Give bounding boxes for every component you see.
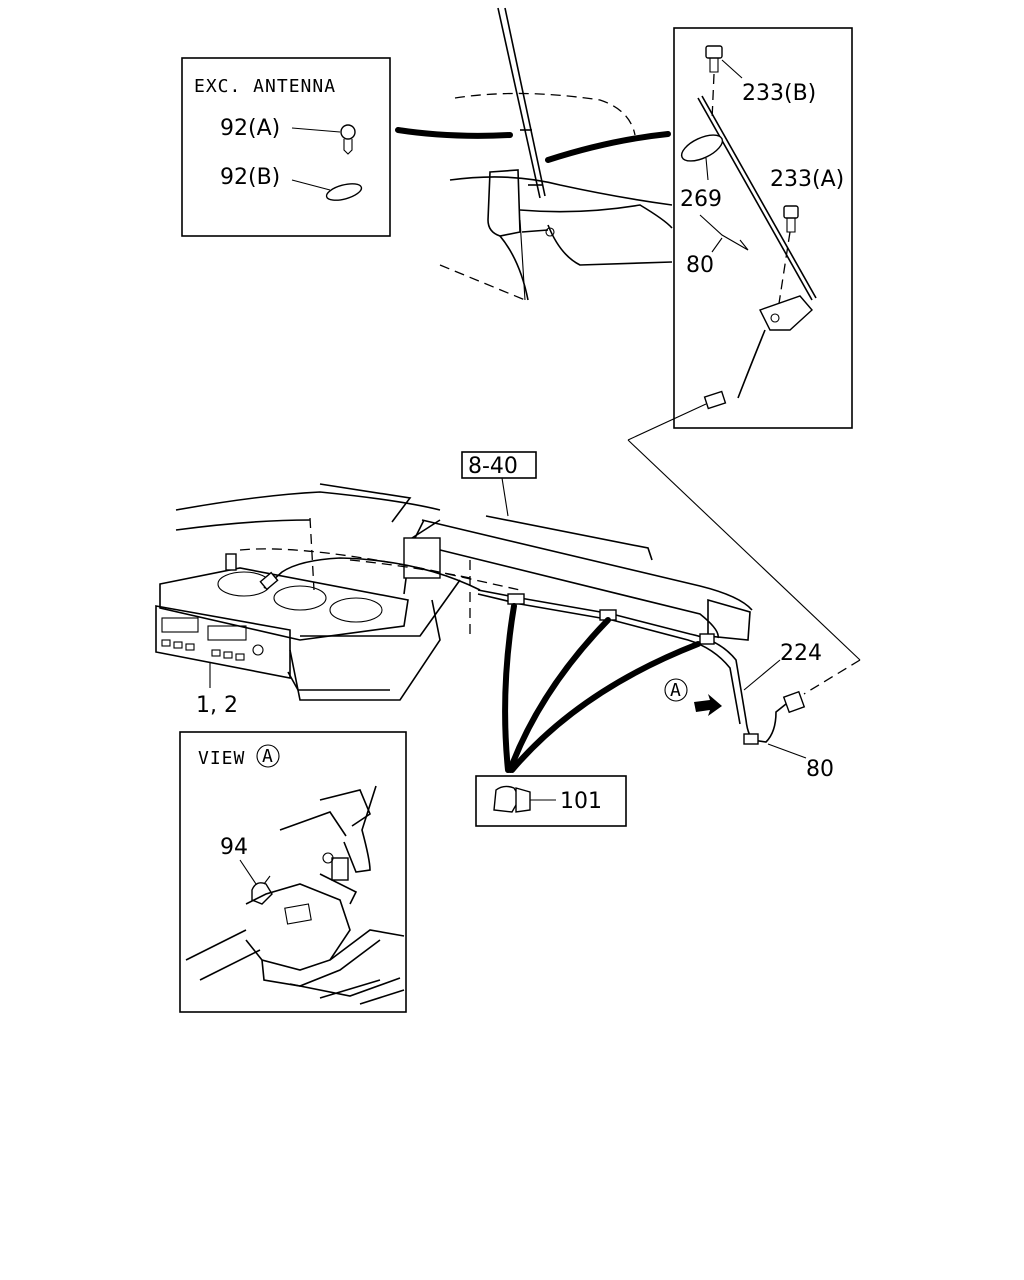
bolt-233a-icon xyxy=(783,205,799,233)
plug-92b-icon xyxy=(325,183,363,201)
arrow-right-icon xyxy=(694,694,722,716)
callout-92b: 92(B) xyxy=(220,165,280,190)
callout-233a: 233(A) xyxy=(770,167,844,192)
radio-unit xyxy=(155,605,291,679)
ref-box-8-40: 8-40 xyxy=(468,454,518,479)
callout-92a: 92(A) xyxy=(220,116,280,141)
screw-92a-icon xyxy=(340,124,356,155)
view-a-marker-letter: A xyxy=(670,680,682,701)
clip-101-icon xyxy=(493,785,531,813)
inset-view-a: VIEW A 94 xyxy=(179,731,407,1013)
callout-224: 224 xyxy=(780,641,822,666)
callout-80-main: 80 xyxy=(806,757,834,782)
callout-radio-1-2: 1, 2 xyxy=(196,693,238,718)
view-a-title-marker: A xyxy=(262,746,274,767)
inset-antenna: 233(B) 269 233(A) 80 xyxy=(627,27,853,441)
antenna-pad-269-icon xyxy=(680,134,724,162)
antenna-connector-icon xyxy=(703,390,727,410)
callout-94: 94 xyxy=(220,835,248,860)
callout-101: 101 xyxy=(560,789,602,814)
callout-269: 269 xyxy=(680,187,722,212)
inset-exc-antenna-title: EXC. ANTENNA xyxy=(194,76,336,97)
dashboard-assembly: 8-40 xyxy=(155,451,834,827)
view-a-title: VIEW xyxy=(198,748,245,769)
callout-233b: 233(B) xyxy=(742,81,816,106)
view-a-marker: A xyxy=(664,678,688,702)
bolt-233b-icon xyxy=(705,45,723,73)
callout-80-inset: 80 xyxy=(686,253,714,278)
antenna-mount-icon xyxy=(759,295,813,331)
inset-exc-antenna: EXC. ANTENNA 92(A) 92(B) xyxy=(181,57,391,237)
door-antenna-sketch xyxy=(439,7,673,301)
cable-end-80-icon xyxy=(782,690,806,714)
